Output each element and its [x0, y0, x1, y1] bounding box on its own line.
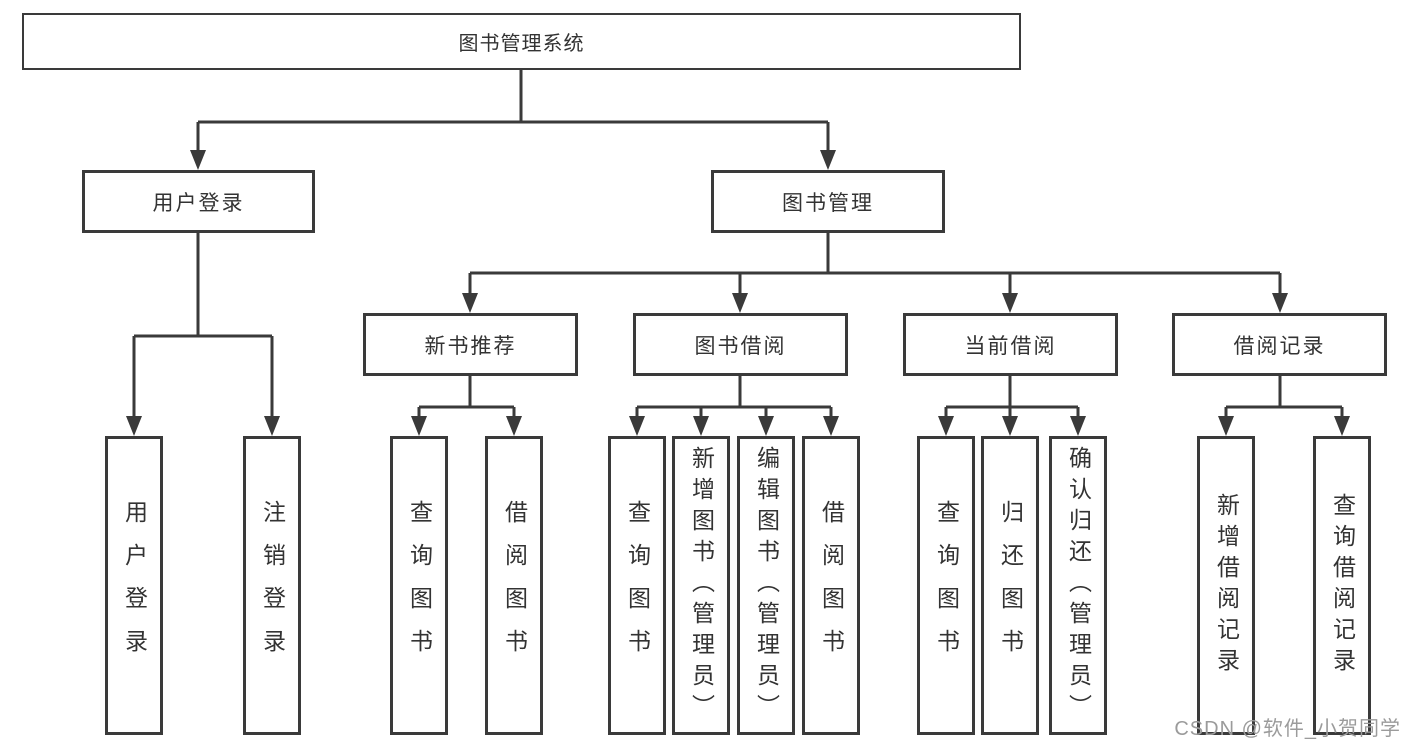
leaf-logout: 注销登录: [243, 436, 301, 735]
arrowheads: [126, 150, 1350, 436]
leaf-label: 借阅图书: [818, 499, 845, 672]
arrowhead: [693, 416, 709, 436]
arrowhead: [462, 293, 478, 313]
leaf-label: 注销登录: [259, 499, 286, 672]
leaf-label: 新增借阅记录: [1213, 492, 1240, 679]
arrowhead: [823, 416, 839, 436]
arrowhead: [1070, 416, 1086, 436]
leaf-query-borrow-record: 查询借阅记录: [1313, 436, 1371, 735]
leaf-label: 查询图书: [624, 499, 651, 672]
arrowhead: [126, 416, 142, 436]
arrowhead: [732, 293, 748, 313]
node-borrow-records: 借阅记录: [1172, 313, 1387, 376]
leaf-label: 归还图书: [997, 499, 1024, 672]
node-book-borrow: 图书借阅: [633, 313, 848, 376]
arrowhead: [938, 416, 954, 436]
leaf-label: 查询图书: [933, 499, 960, 672]
arrowhead: [506, 416, 522, 436]
leaf-edit-book-admin: 编辑图书（管理员）: [737, 436, 795, 735]
leaf-label: 新增图书（管理员）: [688, 446, 715, 725]
leaf-user-login: 用户登录: [105, 436, 163, 735]
node-user-login: 用户登录: [82, 170, 315, 233]
connector-path: [132, 69, 1344, 418]
arrowhead: [1272, 293, 1288, 313]
leaf-query-books-borrow: 查询图书: [608, 436, 666, 735]
leaf-label: 用户登录: [121, 499, 148, 672]
leaf-confirm-return-admin: 确认归还（管理员）: [1049, 436, 1107, 735]
leaf-label: 编辑图书（管理员）: [753, 446, 780, 725]
csdn-watermark: CSDN @软件_小贺同学: [1174, 718, 1401, 740]
leaf-label: 确认归还（管理员）: [1065, 446, 1092, 725]
leaf-borrow-books: 借阅图书: [802, 436, 860, 735]
node-root-system: 图书管理系统: [22, 13, 1021, 70]
arrowhead: [264, 416, 280, 436]
leaf-add-book-admin: 新增图书（管理员）: [672, 436, 730, 735]
arrowhead: [1218, 416, 1234, 436]
arrowhead: [629, 416, 645, 436]
arrowhead: [411, 416, 427, 436]
leaf-query-books-recommend: 查询图书: [390, 436, 448, 735]
arrowhead: [820, 150, 836, 170]
leaf-label: 查询图书: [406, 499, 433, 672]
node-current-borrow: 当前借阅: [903, 313, 1118, 376]
node-new-book-recommend: 新书推荐: [363, 313, 578, 376]
node-book-management: 图书管理: [711, 170, 945, 233]
arrowhead: [1002, 293, 1018, 313]
leaf-return-book: 归还图书: [981, 436, 1039, 735]
leaf-add-borrow-record: 新增借阅记录: [1197, 436, 1255, 735]
arrowhead: [1002, 416, 1018, 436]
leaf-label: 查询借阅记录: [1329, 492, 1356, 679]
leaf-label: 借阅图书: [501, 499, 528, 672]
leaf-query-books-current: 查询图书: [917, 436, 975, 735]
arrowhead: [190, 150, 206, 170]
leaf-borrow-books-recommend: 借阅图书: [485, 436, 543, 735]
arrowhead: [758, 416, 774, 436]
arrowhead: [1334, 416, 1350, 436]
